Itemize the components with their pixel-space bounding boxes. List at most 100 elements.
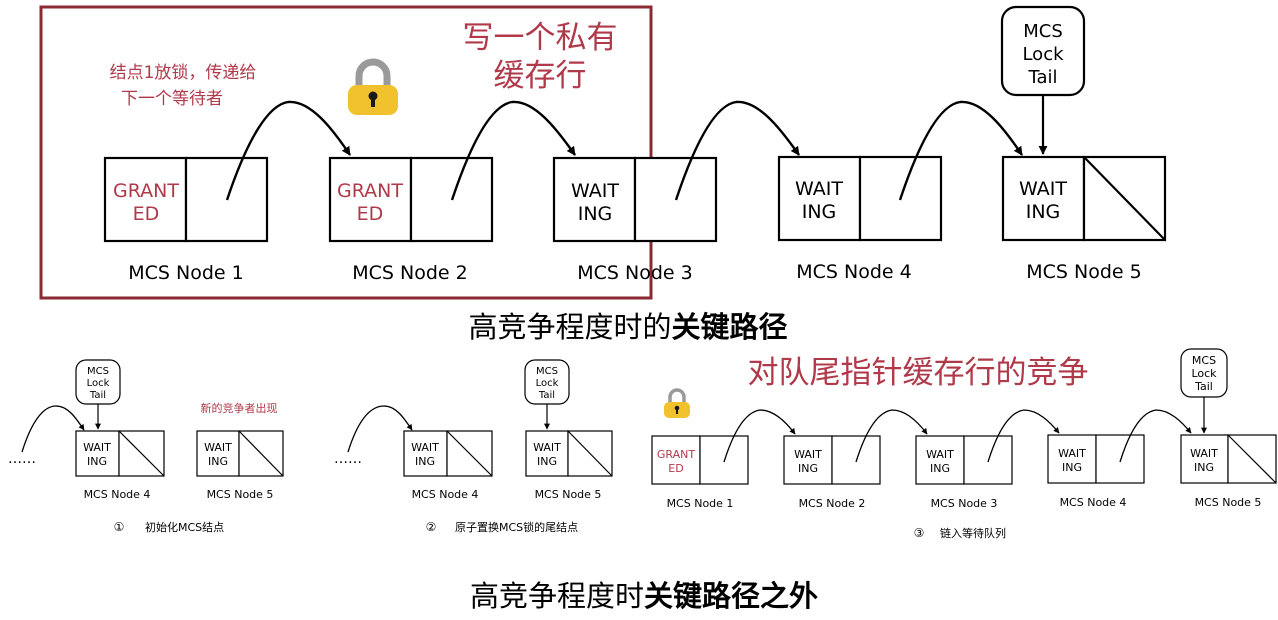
top-node-1: GRANT ED MCS Node 1 (103, 156, 269, 284)
mcs-lock-tail-box: MCS Lock Tail (524, 359, 570, 405)
panel3-node-2: WAIT ING MCS Node 2 (783, 435, 881, 510)
panel3-node-4: WAIT ING MCS Node 4 (1047, 434, 1145, 509)
svg-text:WAIT: WAIT (926, 448, 954, 461)
svg-text:WAIT: WAIT (1058, 447, 1086, 460)
svg-text:MCS: MCS (536, 366, 558, 377)
node-label: MCS Node 5 (1195, 496, 1262, 509)
svg-text:WAIT: WAIT (204, 441, 232, 454)
step-marker: ② (426, 520, 437, 534)
release-note-line2: 下一个等待者 (121, 89, 223, 109)
padlock-icon (348, 58, 398, 115)
top-caption: 高竞争程度时的关键路径 (468, 310, 787, 344)
release-note-line1: 结点1放锁，传递给 (110, 63, 257, 83)
svg-text:WAIT: WAIT (83, 441, 111, 454)
next-pointer-arrow (1119, 409, 1192, 463)
svg-text:GRANT: GRANT (657, 448, 695, 461)
private-line-annotation-line1: 写一个私有 (463, 20, 618, 56)
svg-text:WAIT: WAIT (794, 448, 822, 461)
mcs-lock-tail-box: MCS Lock Tail (1180, 348, 1228, 398)
mcs-lock-tail-box: MCS Lock Tail (75, 359, 121, 405)
svg-text:ING: ING (415, 455, 435, 468)
next-pointer-arrow (723, 409, 796, 463)
panel1-node-5: WAIT ING MCS Node 5 (196, 430, 284, 501)
step-marker: ① (114, 520, 125, 534)
svg-text:ING: ING (578, 203, 613, 225)
svg-text:Tail: Tail (1027, 67, 1057, 88)
top-section: 写一个私有 缓存行 结点1放锁，传递给 下一个等待者 MCS Lock Tail… (39, 5, 1167, 344)
contention-annotation: 对队尾指针缓存行的竞争 (748, 355, 1089, 391)
svg-text:Tail: Tail (538, 390, 555, 401)
panel3-node-5: WAIT ING MCS Node 5 (1180, 434, 1277, 509)
new-competitor-note: 新的竞争者出现 (201, 401, 278, 415)
panel-3: MCS Lock Tail GRANT ED MCS Node 1 WAIT I… (651, 348, 1277, 540)
node-label: MCS Node 4 (412, 488, 479, 501)
private-cache-line-frame (39, 5, 653, 300)
padlock-icon (664, 388, 690, 418)
panel2-node-5: WAIT ING MCS Node 5 (525, 430, 613, 501)
svg-text:WAIT: WAIT (1190, 447, 1218, 460)
svg-text:MCS: MCS (87, 366, 109, 377)
node-label: MCS Node 5 (535, 488, 602, 501)
node-label: MCS Node 5 (207, 488, 274, 501)
panel3-node-3: WAIT ING MCS Node 3 (915, 435, 1013, 510)
svg-text:WAIT: WAIT (795, 178, 843, 200)
svg-text:ED: ED (668, 462, 683, 475)
svg-text:ING: ING (1062, 461, 1082, 474)
next-pointer-arrow (987, 409, 1060, 463)
node-label: MCS Node 5 (1026, 261, 1141, 283)
svg-text:WAIT: WAIT (571, 180, 619, 202)
svg-text:MCS: MCS (1023, 21, 1063, 42)
node-label: MCS Node 2 (799, 497, 866, 510)
node-label: MCS Node 2 (352, 262, 467, 284)
next-pointer-arrow (898, 100, 1023, 201)
svg-text:Lock: Lock (87, 378, 110, 389)
panel-1: …… MCS Lock Tail WAIT ING MCS Node 4 新的竞… (8, 359, 284, 534)
step-text: 初始化MCS结点 (145, 520, 224, 534)
svg-text:ING: ING (802, 201, 837, 223)
svg-text:ING: ING (930, 462, 950, 475)
svg-text:Tail: Tail (89, 390, 106, 401)
svg-text:Lock: Lock (1022, 44, 1064, 65)
node-label: MCS Node 1 (667, 497, 734, 510)
svg-text:WAIT: WAIT (533, 441, 561, 454)
svg-text:ING: ING (208, 455, 228, 468)
panel2-node-4: WAIT ING MCS Node 4 (403, 430, 493, 501)
svg-text:Lock: Lock (1191, 367, 1217, 380)
step-text: 链入等待队列 (940, 526, 1006, 540)
svg-text:ING: ING (1026, 201, 1061, 223)
svg-text:ING: ING (537, 455, 557, 468)
incoming-pointer-arrow (347, 405, 413, 453)
svg-text:ING: ING (1194, 461, 1214, 474)
step-marker: ③ (914, 526, 925, 540)
bottom-caption: 高竞争程度时关键路径之外 (470, 579, 818, 613)
node-label: MCS Node 3 (931, 497, 998, 510)
node-label: MCS Node 1 (128, 262, 243, 284)
svg-text:MCS: MCS (1192, 354, 1216, 367)
top-node-5: WAIT ING MCS Node 5 (1001, 155, 1167, 283)
incoming-pointer-arrow (21, 405, 85, 453)
next-pointer-arrow (225, 100, 351, 201)
node-label: MCS Node 4 (1060, 496, 1127, 509)
svg-text:ING: ING (87, 455, 107, 468)
svg-text:ED: ED (357, 203, 384, 225)
panel1-node-4: WAIT ING MCS Node 4 (75, 430, 165, 501)
next-pointer-arrow (855, 409, 928, 463)
svg-text:GRANT: GRANT (337, 180, 403, 202)
step-text: 原子置换MCS锁的尾结点 (455, 520, 578, 534)
next-pointer-arrow (674, 100, 800, 201)
svg-text:WAIT: WAIT (411, 441, 439, 454)
panel3-node-1: GRANT ED MCS Node 1 (651, 435, 749, 510)
svg-text:Lock: Lock (536, 378, 559, 389)
ellipsis: …… (334, 451, 362, 467)
node-label: MCS Node 3 (577, 262, 692, 284)
svg-text:WAIT: WAIT (1019, 178, 1067, 200)
top-node-4: WAIT ING MCS Node 4 (777, 155, 943, 283)
ellipsis: …… (8, 451, 36, 467)
node-label: MCS Node 4 (84, 488, 151, 501)
svg-text:Tail: Tail (1194, 380, 1213, 393)
panel-2: …… WAIT ING MCS Node 4 MCS Lock Tail (334, 359, 613, 534)
bottom-section: 对队尾指针缓存行的竞争 …… MCS Lock Tail WAIT ING MC… (8, 348, 1277, 613)
svg-text:GRANT: GRANT (113, 180, 179, 202)
next-pointer-arrow (450, 100, 576, 201)
